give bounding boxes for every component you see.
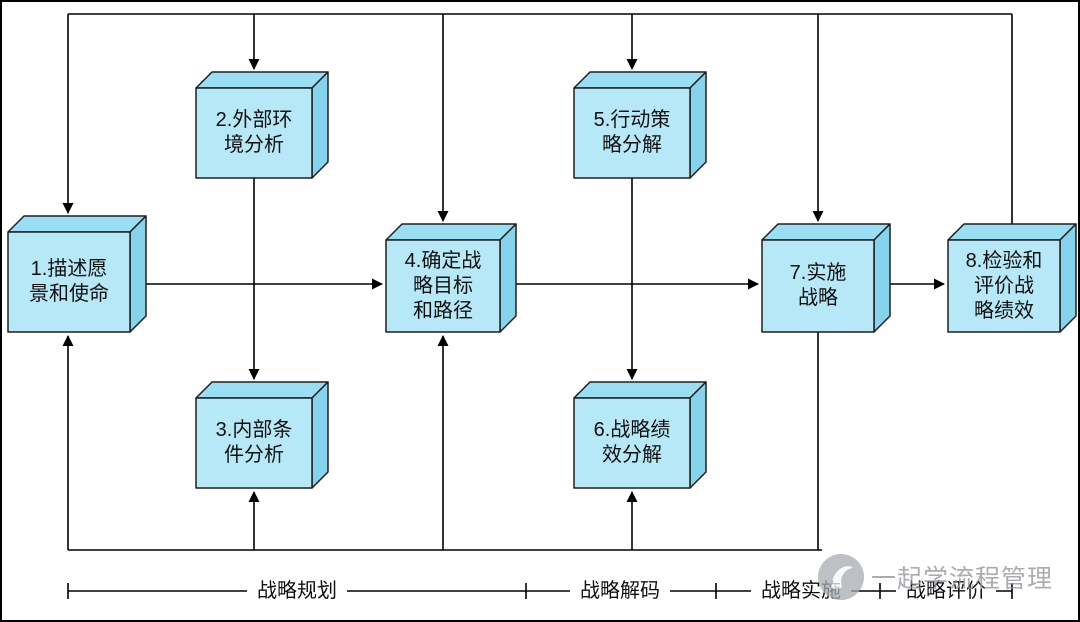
box-top-face xyxy=(947,223,1077,241)
node-label-7: 7.实施 战略 xyxy=(762,240,874,332)
node-label-2: 2.外部环 境分析 xyxy=(196,88,312,178)
node-label-1: 1.描述愿 景和使命 xyxy=(8,232,130,332)
box-front-face xyxy=(947,239,1061,333)
node-label-line: 5.行动策 xyxy=(593,109,671,131)
node-label-line: 2.外部环 xyxy=(215,109,293,131)
box-front-face xyxy=(573,397,691,489)
node-box-6 xyxy=(573,381,707,489)
box-front-face xyxy=(195,397,313,489)
node-box-3 xyxy=(195,381,329,489)
box-side-face xyxy=(311,381,329,489)
node-box-2 xyxy=(195,71,329,179)
box-side-face xyxy=(873,223,891,333)
phase-label-planning: 战略规划 xyxy=(247,579,347,603)
node-label-line: 8.检验和 xyxy=(965,249,1043,272)
edges xyxy=(62,13,1013,551)
node-label-line: 境分析 xyxy=(224,134,284,156)
node-label-8: 8.检验和 评价战 略绩效 xyxy=(948,240,1060,332)
box-top-face xyxy=(385,223,517,241)
node-shapes xyxy=(7,71,1077,489)
node-label-line: 1.描述愿 xyxy=(30,258,108,280)
box-side-face xyxy=(1059,223,1077,333)
box-side-face xyxy=(499,223,517,333)
box-front-face xyxy=(761,239,875,333)
box-top-face xyxy=(195,71,329,89)
node-box-8 xyxy=(947,223,1077,333)
node-label-6: 6.战略绩 效分解 xyxy=(574,398,690,488)
box-side-face xyxy=(129,215,147,333)
box-front-face xyxy=(385,239,501,333)
node-label-3: 3.内部条 件分析 xyxy=(196,398,312,488)
node-label-line: 略目标 xyxy=(413,274,473,297)
node-box-1 xyxy=(7,215,147,333)
node-label-line: 和路径 xyxy=(413,299,473,322)
box-top-face xyxy=(573,381,707,399)
node-label-line: 略分解 xyxy=(602,134,662,156)
box-side-face xyxy=(311,71,329,179)
box-top-face xyxy=(573,71,707,89)
box-side-face xyxy=(689,71,707,179)
watermark-logo-icon xyxy=(818,554,864,600)
watermark-text: 一起学流程管理 xyxy=(871,565,1054,593)
node-label-line: 4.确定战 xyxy=(404,249,482,272)
node-label-4: 4.确定战 略目标 和路径 xyxy=(386,240,500,332)
box-front-face xyxy=(573,87,691,179)
node-label-line: 效分解 xyxy=(602,444,662,466)
box-top-face xyxy=(195,381,329,399)
node-label-line: 略绩效 xyxy=(974,299,1034,322)
node-label-line: 件分析 xyxy=(224,444,284,466)
node-label-line: 3.内部条 xyxy=(215,419,293,441)
phase-label-decoding: 战略解码 xyxy=(570,579,670,603)
node-label-line: 7.实施 xyxy=(789,262,847,284)
watermark: 一起学流程管理 xyxy=(818,554,1053,600)
node-label-line: 战略 xyxy=(798,287,838,309)
box-top-face xyxy=(7,215,147,233)
box-top-face xyxy=(761,223,891,241)
node-label-line: 景和使命 xyxy=(29,283,109,305)
box-side-face xyxy=(689,381,707,489)
watermark-swoosh-icon xyxy=(831,566,853,590)
node-box-5 xyxy=(573,71,707,179)
box-front-face xyxy=(195,87,313,179)
node-box-4 xyxy=(385,223,517,333)
node-box-7 xyxy=(761,223,891,333)
node-label-line: 6.战略绩 xyxy=(593,419,671,441)
phase-label-evaluation: 战略评价 xyxy=(896,579,996,603)
node-label-line: 评价战 xyxy=(974,274,1034,297)
box-front-face xyxy=(7,231,131,333)
node-label-5: 5.行动策 略分解 xyxy=(574,88,690,178)
